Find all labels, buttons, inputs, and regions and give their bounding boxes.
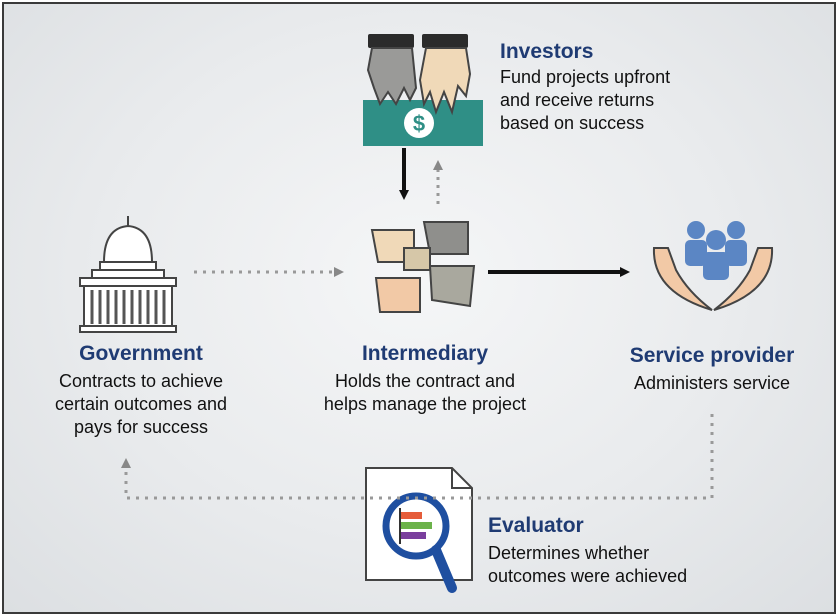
investors-line: and receive returns (500, 90, 655, 110)
intermediary-title: Intermediary (361, 342, 489, 365)
investors-title: Investors (500, 40, 594, 63)
service-provider-line: Administers service (633, 373, 791, 393)
linked-hands-icon (370, 221, 476, 313)
investors-line: Fund projects upfront (500, 67, 671, 87)
government-line: Contracts to achieve (58, 371, 224, 391)
evaluator-line: Determines whether (488, 543, 650, 563)
service-provider-title: Service provider (629, 344, 795, 367)
government-line: certain outcomes and (54, 394, 228, 414)
service-provider-description: Administers service (602, 372, 822, 395)
hands-people-icon (652, 221, 774, 311)
capitol-building-icon (79, 216, 177, 333)
intermediary-description: Holds the contract and helps manage the … (300, 370, 550, 416)
investors-description: Fund projects upfront and receive return… (500, 66, 670, 135)
government-line: pays for success (73, 417, 209, 437)
evaluator-line: outcomes were achieved (488, 566, 688, 586)
document-magnifier-icon (365, 467, 473, 593)
evaluator-title: Evaluator (488, 514, 584, 537)
government-description: Contracts to achieve certain outcomes an… (26, 370, 256, 439)
dollar-sign: $ (413, 111, 425, 136)
government-title: Government (79, 342, 203, 365)
hands-money-icon: $ (363, 34, 483, 146)
intermediary-line: helps manage the project (323, 394, 527, 414)
investors-line: based on success (500, 113, 645, 133)
evaluator-description: Determines whether outcomes were achieve… (488, 542, 687, 588)
intermediary-line: Holds the contract and (334, 371, 516, 391)
